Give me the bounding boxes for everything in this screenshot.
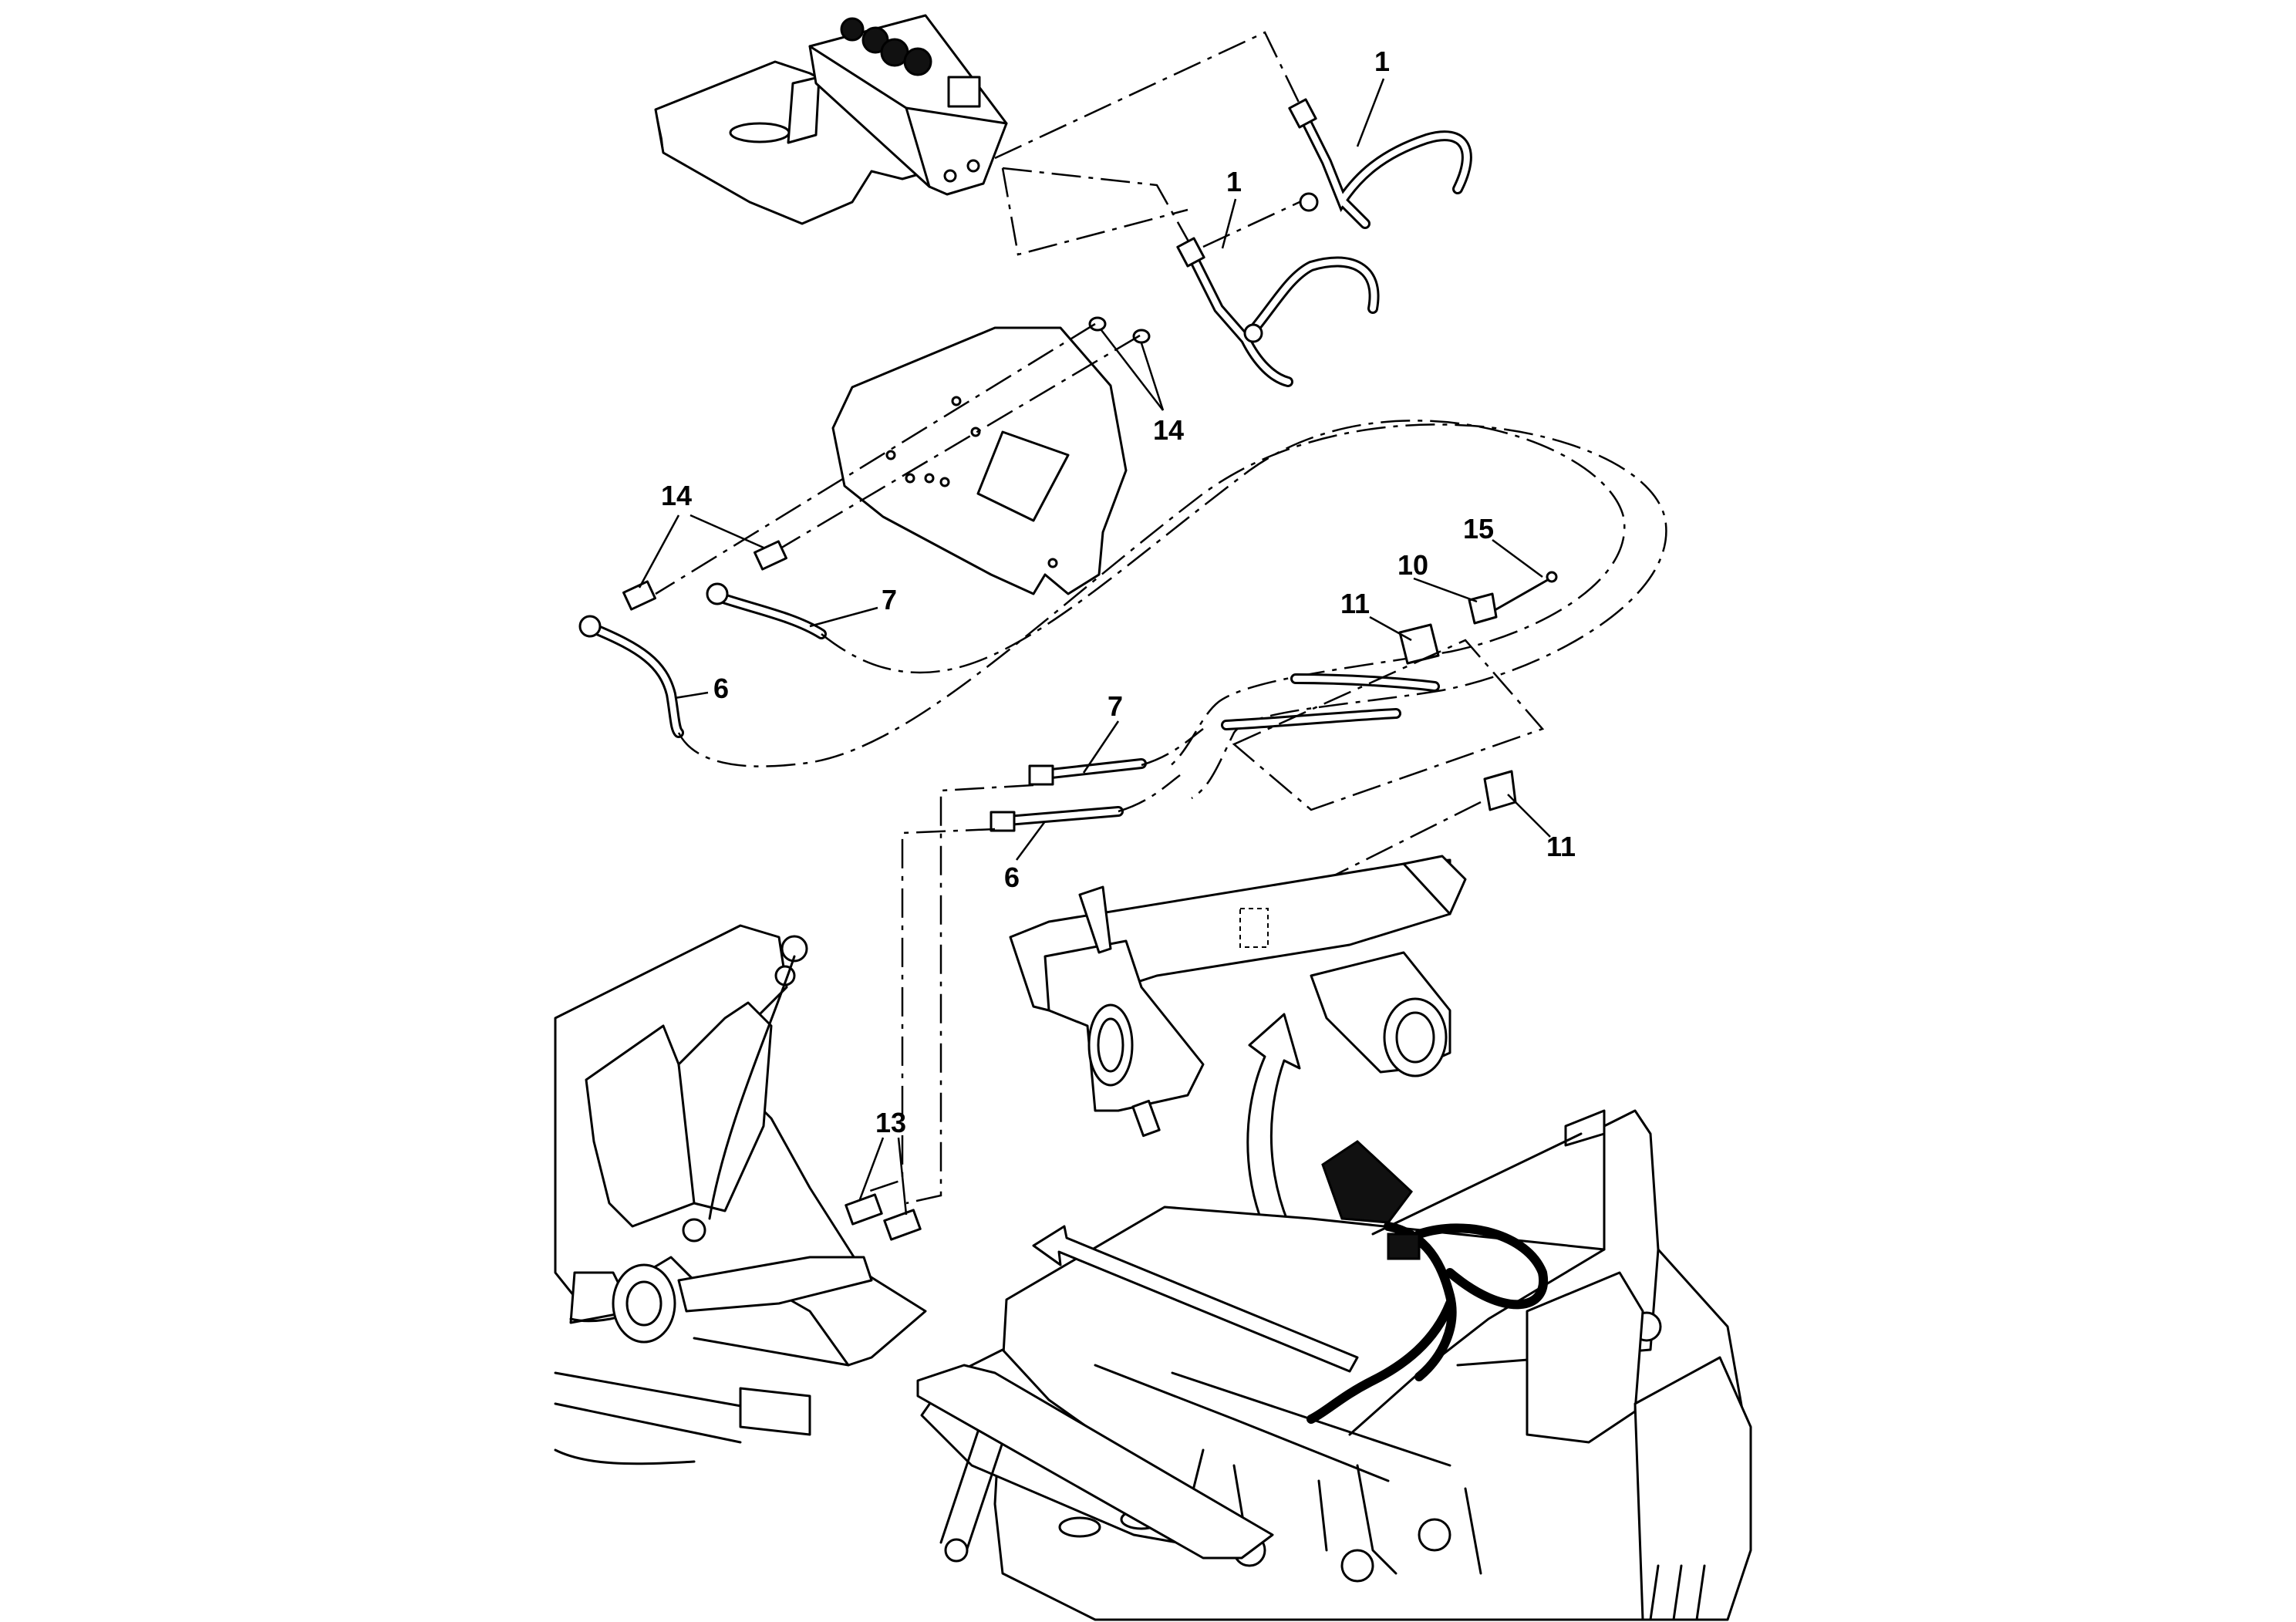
washers-14-upper <box>1088 316 1151 344</box>
callout-7-lower: 7 <box>1108 690 1123 722</box>
callout-10: 10 <box>1397 549 1428 581</box>
callout-11-lower: 11 <box>1546 831 1576 862</box>
hose-1-upper <box>1288 98 1472 229</box>
callout-7-upper: 7 <box>882 584 897 615</box>
clamp-assembly <box>1398 571 1558 811</box>
callout-1-lower: 1 <box>1226 166 1242 197</box>
hose-7-lower <box>1028 758 1147 786</box>
beam-assembly <box>1009 855 1467 1138</box>
wiring-harness <box>1306 1140 1549 1424</box>
callout-15: 15 <box>1463 513 1494 545</box>
leader-lines <box>638 78 1551 1216</box>
callout-6-lower: 6 <box>1004 862 1020 893</box>
callout-labels: 1 1 14 14 7 6 15 10 11 7 6 11 13 <box>661 46 1576 1138</box>
callout-13: 13 <box>875 1107 906 1138</box>
callout-1-upper: 1 <box>1374 46 1390 77</box>
hose-7-upper <box>706 582 827 639</box>
fittings-14-lower <box>622 540 787 611</box>
hose-6-upper <box>578 615 684 738</box>
hose-1-lower <box>1176 237 1380 387</box>
callout-11-upper: 11 <box>1340 588 1370 619</box>
lift-arm-assembly <box>554 924 927 1465</box>
callout-6-upper: 6 <box>713 673 729 704</box>
callout-14-lower: 14 <box>661 480 692 511</box>
valve-block-assembly <box>654 14 1008 225</box>
bulkhead-plate <box>831 326 1128 595</box>
hose-6-lower <box>990 806 1124 832</box>
callout-14-upper: 14 <box>1153 414 1184 446</box>
